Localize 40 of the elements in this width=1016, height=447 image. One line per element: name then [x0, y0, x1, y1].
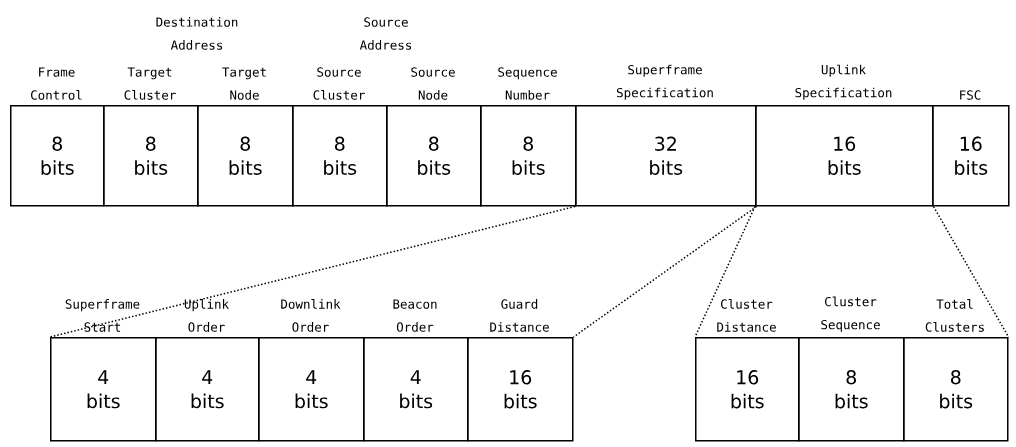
field-cell: 32 bits — [575, 105, 757, 207]
field-label: Beacon Order — [393, 299, 437, 332]
field-cell: 8 bits — [798, 337, 905, 442]
field-label: Frame Control — [31, 67, 82, 100]
field-label: Total Clusters — [925, 299, 984, 332]
field-cell: 4 bits — [155, 337, 260, 442]
field-cell: 8 bits — [10, 105, 105, 207]
field-label: Sequence Number — [498, 67, 557, 100]
field-label: Superframe Start — [65, 299, 140, 332]
field-label: Uplink Order — [184, 299, 229, 332]
field-cell: 8 bits — [386, 105, 482, 207]
leader-line — [694, 205, 756, 338]
field-cell: 4 bits — [363, 337, 469, 442]
field-cell: 4 bits — [258, 337, 365, 442]
leader-line — [572, 205, 758, 338]
field-label: Source Cluster — [313, 67, 365, 100]
field-label: Uplink Specification — [795, 64, 892, 100]
field-cell: 16 bits — [467, 337, 574, 442]
field-cell: 8 bits — [103, 105, 199, 207]
field-label: FSC — [960, 90, 981, 100]
leader-line — [49, 205, 576, 338]
field-cell: 8 bits — [292, 105, 388, 207]
field-label: Cluster Distance — [717, 299, 776, 332]
field-label: Target Node — [222, 67, 266, 100]
field-label: Superframe Specification — [616, 64, 713, 100]
field-label: Downlink Order — [281, 299, 341, 332]
field-label: Target Cluster — [124, 67, 176, 100]
field-cell: 16 bits — [755, 105, 934, 207]
field-cell: 8 bits — [480, 105, 577, 207]
leader-line — [932, 205, 1010, 338]
field-label: Source Node — [411, 67, 455, 100]
field-cell: 4 bits — [50, 337, 157, 442]
field-cell: 8 bits — [903, 337, 1009, 442]
field-cell: 16 bits — [932, 105, 1010, 207]
field-cell: 16 bits — [695, 337, 800, 442]
field-group-label: Destination Address — [156, 17, 238, 50]
field-label: Guard Distance — [490, 299, 549, 332]
field-cell: 8 bits — [197, 105, 294, 207]
field-label: Cluster Sequence — [821, 296, 880, 332]
field-group-label: Source Address — [359, 17, 412, 50]
